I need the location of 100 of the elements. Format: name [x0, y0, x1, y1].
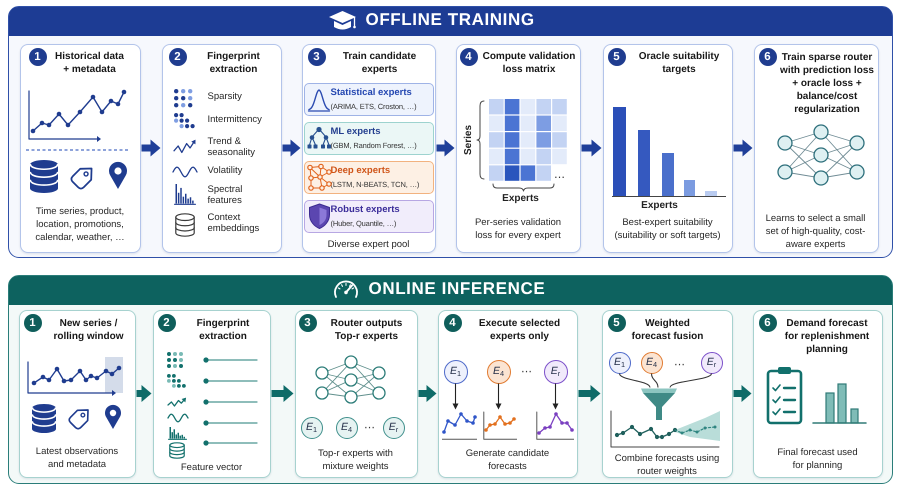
step-number: 6: [758, 48, 776, 66]
feature-label: Context embeddings: [208, 212, 260, 234]
section-title: OFFLINE TRAINING: [366, 11, 535, 29]
axis-label: Series: [462, 123, 474, 157]
arrow: [552, 384, 558, 410]
step-number: 1: [28, 48, 46, 66]
step-title: Demand forecast for replenishment planning: [784, 316, 870, 356]
feature-label: Trend & seasonality: [208, 136, 256, 158]
step-card: [294, 310, 418, 478]
section-panel: [8, 275, 893, 484]
expert-circle: [300, 416, 322, 438]
step-title: Compute validation loss matrix: [482, 50, 576, 76]
step-title: Fingerprint extraction: [196, 316, 250, 342]
step-number: 6: [758, 314, 776, 332]
step-card: [752, 310, 882, 478]
expert-label: E$_{1}$: [612, 356, 626, 369]
step-number: 2: [158, 314, 176, 332]
expert-label: E$_{4}$: [644, 356, 658, 369]
connector-line: [670, 373, 712, 388]
step-title: New series / rolling window: [52, 316, 124, 342]
expert-circle: [336, 416, 358, 438]
ellipsis: ⋯: [363, 421, 376, 434]
step-description: Diverse expert pool: [326, 238, 410, 250]
expert-type-box: [304, 200, 434, 232]
ellipsis: ⋯: [520, 365, 533, 378]
step-description: Latest observations and metadata: [34, 444, 120, 470]
step-card: [602, 44, 732, 252]
expert-label: E$_{r}$: [388, 420, 400, 434]
expert-circle: [382, 416, 404, 438]
step-title: Oracle suitability targets: [638, 50, 720, 76]
expert-circle: [608, 352, 630, 374]
expert-type-title: Deep experts: [330, 164, 392, 176]
step-description: Top-r experts with mixture weights: [317, 446, 394, 472]
step-title: Historical data + metadata: [54, 50, 125, 76]
step-card: [20, 44, 140, 252]
expert-type-box: [304, 122, 434, 154]
step-number: 1: [24, 314, 42, 332]
step-description: Combine forecasts using router weights: [614, 452, 720, 478]
section-title: ONLINE INFERENCE: [368, 280, 546, 298]
expert-label: E$_{r}$: [706, 356, 718, 369]
expert-type-title: Robust experts: [330, 204, 401, 216]
step-card: [152, 310, 270, 478]
expert-circle: [444, 360, 468, 384]
step-description: Final forecast used for planning: [776, 446, 859, 472]
expert-type-box: [304, 82, 434, 116]
feature-label: Volatility: [208, 164, 244, 176]
mini-line-chart: [442, 410, 476, 440]
step-description: Generate candidate forecasts: [464, 446, 550, 472]
expert-label: E$_{4}$: [340, 420, 354, 434]
expert-circle: [486, 360, 510, 384]
step-card: [438, 310, 578, 478]
expert-label: E$_{1}$: [304, 420, 318, 434]
step-title: Router outputs Top-r experts: [330, 316, 404, 342]
expert-label: E$_{r}$: [550, 364, 562, 378]
step-title: Weighted forecast fusion: [630, 316, 704, 342]
step-title: Train sparse router with prediction loss + oracle loss + balance/cost regularization: [779, 50, 875, 116]
mini-line-chart: [482, 410, 516, 440]
ellipsis: ⋯: [673, 358, 686, 371]
expert-circle: [544, 360, 568, 384]
feature-label: Sparsity: [208, 90, 243, 102]
step-description: Learns to select a small set of high-quality, cost-aware experts: [764, 212, 866, 250]
step-card: [456, 44, 580, 252]
funnel-icon: [640, 388, 676, 420]
step-description: Per-series validation loss for every expert: [474, 216, 562, 242]
step-title: Fingerprint extraction: [206, 50, 261, 76]
section-panel: [8, 6, 893, 258]
step-card: [18, 310, 136, 478]
step-card: [302, 44, 436, 252]
axis-label: Experts: [501, 192, 540, 204]
axis-label: Experts: [640, 200, 679, 212]
step-description: Feature vector: [180, 460, 244, 474]
step-number: 4: [444, 314, 462, 332]
feature-label: Spectral features: [208, 184, 244, 206]
arrow: [496, 384, 502, 410]
mini-line-chart: [536, 410, 574, 440]
step-description: Best-expert suitability (suitability or soft targets): [613, 216, 722, 242]
expert-circle: [640, 352, 662, 374]
expert-label: E$_{4}$: [492, 364, 506, 378]
connector-line: [618, 373, 651, 388]
step-card: [602, 310, 732, 478]
expert-circle: [700, 352, 722, 374]
step-number: 3: [308, 48, 326, 66]
step-number: 3: [298, 314, 316, 332]
expert-type-box: [304, 160, 434, 194]
step-title: Execute selected experts only: [478, 316, 562, 342]
step-card: [754, 44, 878, 252]
arrow: [452, 384, 458, 410]
step-description: Time series, product, location, promotions, calendar, weather, …: [34, 204, 126, 244]
expert-type-title: Statistical experts: [330, 86, 413, 98]
step-card: [162, 44, 282, 252]
expert-type-title: ML experts: [330, 126, 382, 138]
step-number: 5: [608, 48, 626, 66]
step-title: Train candidate experts: [342, 50, 418, 76]
ellipsis: …: [553, 168, 566, 180]
step-number: 5: [608, 314, 626, 332]
step-number: 2: [168, 48, 186, 66]
expert-label: E$_{1}$: [448, 364, 462, 378]
step-number: 4: [460, 48, 478, 66]
feature-label: Intermittency: [208, 114, 263, 125]
connector-line: [650, 373, 659, 388]
